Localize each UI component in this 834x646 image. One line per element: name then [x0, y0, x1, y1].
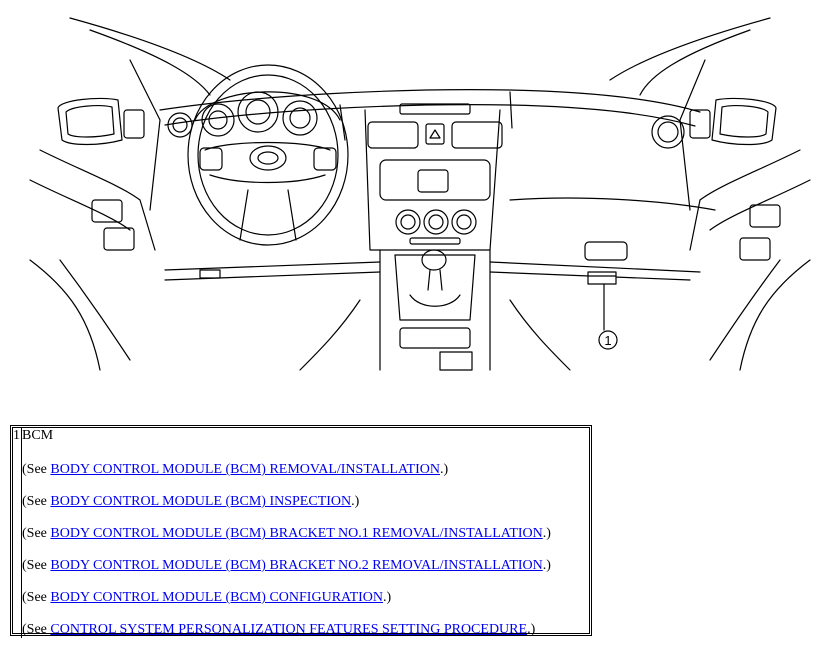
left-side-mirror [57, 97, 145, 146]
reference-line: (See BODY CONTROL MODULE (BCM) BRACKET N… [22, 526, 551, 541]
left-door-panel [29, 149, 156, 371]
bcm-unit [587, 271, 617, 285]
right-door-panel [689, 149, 811, 371]
item-title: BCM [22, 428, 54, 443]
callout-1-label: 1 [604, 333, 611, 348]
link-personalization-features-setting[interactable]: CONTROL SYSTEM PERSONALIZATION FEATURES … [50, 622, 528, 637]
link-bcm-bracket-1-removal-installation[interactable]: BODY CONTROL MODULE (BCM) BRACKET NO.1 R… [50, 526, 543, 541]
dashboard-illustration: 1 [29, 17, 811, 371]
item-number: 1 [13, 428, 22, 638]
callout-1: 1 [598, 283, 618, 350]
right-air-vent [651, 115, 685, 149]
lower-console [299, 249, 571, 371]
reference-line: (See BODY CONTROL MODULE (BCM) CONFIGURA… [22, 590, 392, 605]
reference-line: (See BODY CONTROL MODULE (BCM) BRACKET N… [22, 558, 551, 573]
instrument-cluster [194, 91, 341, 137]
windshield-frame [69, 17, 771, 211]
dashboard-top [159, 89, 701, 141]
left-air-vent [167, 112, 193, 138]
link-bcm-inspection[interactable]: BODY CONTROL MODULE (BCM) INSPECTION [50, 494, 352, 509]
link-bcm-bracket-2-removal-installation[interactable]: BODY CONTROL MODULE (BCM) BRACKET NO.2 R… [50, 558, 543, 573]
reference-line: (See BODY CONTROL MODULE (BCM) INSPECTIO… [22, 494, 360, 509]
steering-wheel [187, 64, 349, 246]
gear-shifter [394, 249, 476, 321]
reference-line: (See CONTROL SYSTEM PERSONALIZATION FEAT… [22, 622, 536, 637]
reference-line: (See BODY CONTROL MODULE (BCM) REMOVAL/I… [22, 462, 449, 477]
link-bcm-removal-installation[interactable]: BODY CONTROL MODULE (BCM) REMOVAL/INSTAL… [50, 462, 440, 477]
link-bcm-configuration[interactable]: BODY CONTROL MODULE (BCM) CONFIGURATION [50, 590, 384, 605]
center-stack [364, 109, 503, 251]
legend-table: 1 BCM (See BODY CONTROL MODULE (BCM) REM… [10, 425, 592, 638]
right-side-mirror [689, 97, 777, 146]
